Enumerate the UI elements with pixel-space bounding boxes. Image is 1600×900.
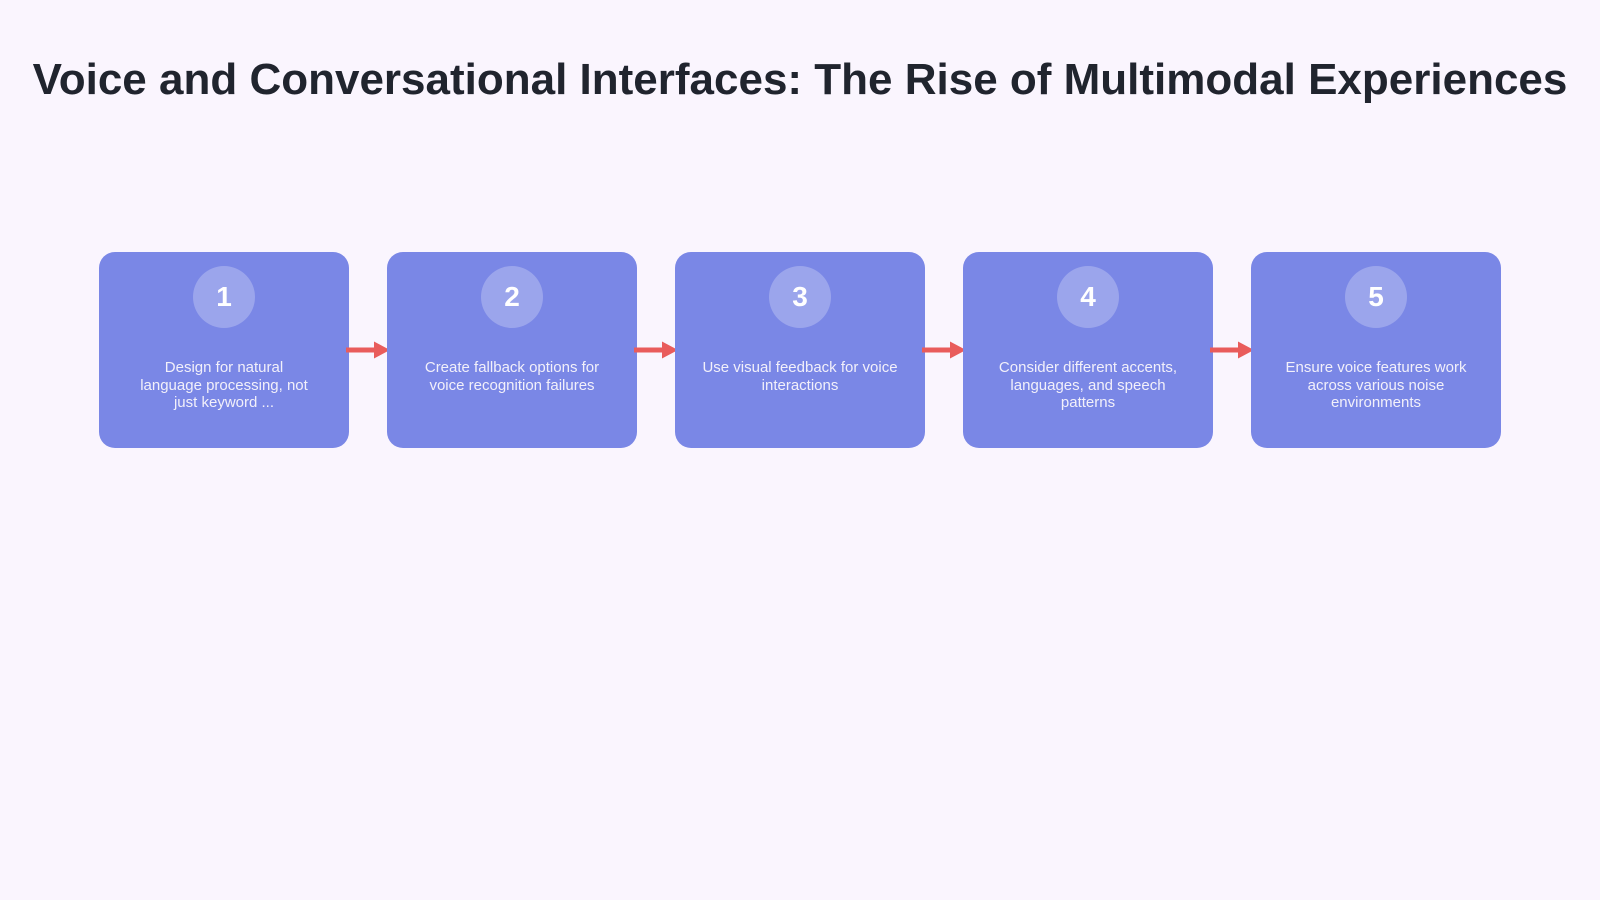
- step-number: 3: [792, 281, 808, 312]
- step-text: Consider different accents, languages, a…: [998, 359, 1178, 411]
- flow-connector: [634, 252, 678, 448]
- step-card-2: 2 Create fallback options for voice reco…: [387, 252, 637, 448]
- arrow-right-icon: [922, 341, 966, 359]
- flow-connector: [346, 252, 390, 448]
- arrow-right-icon: [1210, 341, 1254, 359]
- step-number-badge: 3: [769, 266, 831, 328]
- flow-connector: [1210, 252, 1254, 448]
- step-card-5: 5 Ensure voice features work across vari…: [1251, 252, 1501, 448]
- step-text: Ensure voice features work across variou…: [1285, 359, 1467, 411]
- step-number-badge: 2: [481, 266, 543, 328]
- step-number: 5: [1368, 281, 1384, 312]
- process-flow: 1 Design for natural language processing…: [99, 252, 1501, 448]
- step-number-badge: 4: [1057, 266, 1119, 328]
- step-card-1: 1 Design for natural language processing…: [99, 252, 349, 448]
- step-text: Design for natural language processing, …: [140, 359, 308, 411]
- step-text: Use visual feedback for voice interactio…: [702, 359, 898, 394]
- step-card-3: 3 Use visual feedback for voice interact…: [675, 252, 925, 448]
- step-number: 1: [216, 281, 232, 312]
- flow-connector: [922, 252, 966, 448]
- arrow-right-icon: [634, 341, 678, 359]
- step-text: Create fallback options for voice recogn…: [424, 359, 600, 394]
- arrow-right-icon: [346, 341, 390, 359]
- page-title: Voice and Conversational Interfaces: The…: [32, 55, 1568, 104]
- step-number-badge: 5: [1345, 266, 1407, 328]
- step-number: 4: [1080, 281, 1096, 312]
- step-number: 2: [504, 281, 520, 312]
- step-card-4: 4 Consider different accents, languages,…: [963, 252, 1213, 448]
- step-number-badge: 1: [193, 266, 255, 328]
